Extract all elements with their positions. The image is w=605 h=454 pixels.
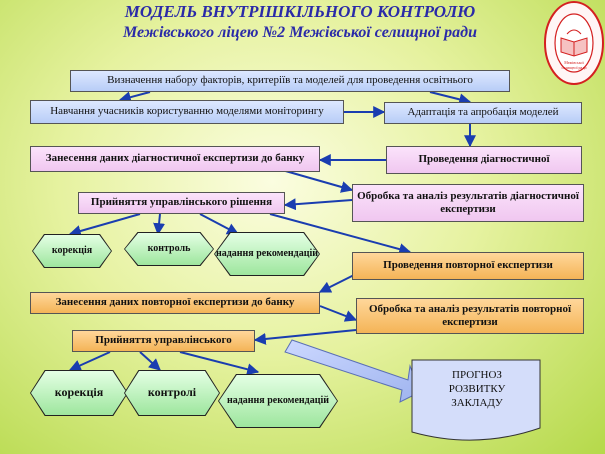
arrow-analysis1-decision1: [283, 198, 353, 211]
hex-correction-1: корекція: [32, 234, 112, 268]
arrow-decision1-repeat: [269, 213, 412, 255]
arrow-entry2-analysis2: [319, 305, 358, 322]
arrow-decision1-recommend: [199, 213, 240, 235]
arrow-decision2-control: [139, 351, 161, 371]
box-decision2: Прийняття управлінського: [72, 330, 255, 352]
box-adaptation: Адаптація та апробація моделей: [384, 102, 582, 124]
box-entry1: Занесення даних діагностичної експертизи…: [30, 146, 320, 172]
box-analysis2: Обробка та аналіз результатів повторної …: [356, 298, 584, 334]
hex-recommend-2-label: надання рекомендацій: [219, 375, 337, 427]
hex-control-2-label: контролі: [125, 371, 219, 415]
box-analysis1: Обробка та аналіз результатів діагностич…: [352, 184, 584, 222]
arrow-decision2-correction: [68, 351, 111, 372]
arrow-decision2-recommend: [179, 351, 260, 376]
diagram-subtitle: Межівського ліцею №2 Межівської селищної…: [123, 24, 477, 41]
hex-recommend-2: надання рекомендацій: [218, 374, 338, 428]
hex-recommend-1-label: надання рекомендацій: [215, 233, 319, 275]
diagram-title: МОДЕЛЬ ВНУТРІШКІЛЬНОГО КОНТРОЛЮ: [124, 2, 476, 21]
arrow-decision1-control: [153, 213, 166, 236]
school-logo: Межівської селищної ради: [544, 1, 604, 85]
svg-text:селищної ради: селищної ради: [561, 65, 587, 70]
arrow-analysis2-decision2: [253, 329, 357, 345]
hex-control-1: контроль: [124, 232, 214, 266]
hex-correction-2-label: корекція: [31, 371, 127, 415]
hex-control-1-label: контроль: [125, 233, 213, 265]
box-diagnostic: Проведення діагностичної: [386, 146, 582, 174]
hex-recommend-1: надання рекомендацій: [214, 232, 320, 276]
svg-text:Межівської: Межівської: [564, 60, 584, 65]
box-repeat: Проведення повторної експертизи: [352, 252, 584, 280]
arrow-decision1-correction: [68, 213, 141, 237]
arrow-factors-training: [118, 91, 151, 104]
hex-control-2: контролі: [124, 370, 220, 416]
forecast-label: ПРОГНОЗ РОЗВИТКУ ЗАКЛАДУ: [448, 369, 506, 409]
arrow-factors-adaptation: [429, 91, 472, 106]
forecast-box-shape: [411, 359, 541, 441]
hex-correction-1-label: корекція: [33, 235, 111, 267]
box-entry2: Занесення даних повторної експертизи до …: [30, 292, 320, 314]
box-factors: Визначення набору факторів, критеріїв та…: [70, 70, 510, 92]
box-training: Навчання учасників користуванню моделями…: [30, 100, 344, 124]
arrow-entry1-analysis1: [281, 169, 354, 193]
box-decision1: Прийняття управлінського рішення: [78, 192, 285, 214]
hex-correction-2: корекція: [30, 370, 128, 416]
